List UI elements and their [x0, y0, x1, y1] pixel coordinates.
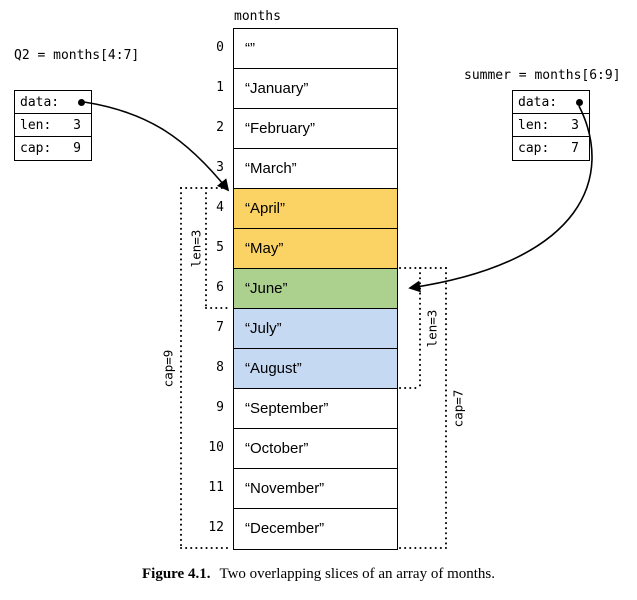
caption-text: Two overlapping slices of an array of mo…: [219, 566, 495, 582]
q2-slice-label: Q2 = months[4:7]: [14, 48, 140, 63]
cap-field-value: 7: [571, 141, 579, 156]
summer-len-row: len: 3: [513, 114, 589, 137]
cell-value: “November”: [245, 480, 325, 497]
summer-cap-bracket-label: cap=7: [450, 378, 466, 439]
summer-data-row: data:: [513, 91, 589, 114]
index-label: 5: [216, 240, 224, 255]
pointer-dot: [78, 98, 85, 106]
cell-value: “May”: [245, 240, 284, 257]
index-label: 2: [216, 120, 224, 135]
array-cell: “January”: [234, 69, 397, 109]
array-cell: “August”: [234, 349, 397, 389]
q2-len-bracket-label: len=3: [188, 218, 204, 279]
index-label: 6: [216, 280, 224, 295]
q2-cap-row: cap: 9: [15, 137, 91, 160]
cell-value: “October”: [245, 440, 309, 457]
len-field-value: 3: [73, 118, 81, 133]
array-cell: “July”: [234, 309, 397, 349]
summer-slice-box: data: len: 3 cap: 7: [512, 90, 590, 161]
index-label: 11: [208, 480, 224, 495]
months-array: “” “January” “February” “March” “April” …: [233, 28, 398, 550]
cell-value: “June”: [245, 280, 288, 297]
array-cell: “April”: [234, 189, 397, 229]
summer-cap-row: cap: 7: [513, 137, 589, 160]
array-cell: “October”: [234, 429, 397, 469]
array-cell: “September”: [234, 389, 397, 429]
array-cell: “June”: [234, 269, 397, 309]
summer-len-bracket-label: len=3: [424, 298, 440, 359]
cell-value: “January”: [245, 80, 309, 97]
cell-value: “”: [245, 40, 255, 57]
cell-value: “March”: [245, 160, 297, 177]
array-cell: “May”: [234, 229, 397, 269]
index-label: 0: [216, 40, 224, 55]
cell-value: “December”: [245, 520, 325, 537]
cell-value: “August”: [245, 360, 302, 377]
len-field-label: len:: [518, 118, 550, 133]
data-field-label: data:: [20, 95, 60, 110]
len-field-value: 3: [571, 118, 579, 133]
summer-slice-label: summer = months[6:9]: [464, 68, 621, 83]
pointer-dot: [576, 98, 583, 106]
cap-field-label: cap:: [518, 141, 550, 156]
index-label: 8: [216, 360, 224, 375]
index-label: 9: [216, 400, 224, 415]
array-cell: “December”: [234, 509, 397, 549]
array-cell: “February”: [234, 109, 397, 149]
cell-value: “September”: [245, 400, 329, 417]
index-label: 7: [216, 320, 224, 335]
index-label: 1: [216, 80, 224, 95]
cell-value: “July”: [245, 320, 282, 337]
array-cell: “”: [234, 29, 397, 69]
index-label: 4: [216, 200, 224, 215]
cell-value: “April”: [245, 200, 285, 217]
cell-value: “February”: [245, 120, 316, 137]
data-field-label: data:: [518, 95, 558, 110]
index-label: 10: [208, 440, 224, 455]
index-label: 12: [208, 520, 224, 535]
q2-len-row: len: 3: [15, 114, 91, 137]
array-cell: “March”: [234, 149, 397, 189]
index-label: 3: [216, 160, 224, 175]
len-field-label: len:: [20, 118, 52, 133]
q2-data-row: data:: [15, 91, 91, 114]
cap-field-value: 9: [73, 141, 81, 156]
figure-caption: Figure 4.1. Two overlapping slices of an …: [0, 566, 637, 583]
figure-number: Figure 4.1.: [141, 566, 211, 582]
q2-cap-bracket-label: cap=9: [160, 338, 176, 399]
cap-field-label: cap:: [20, 141, 52, 156]
array-index-column: 0 1 2 3 4 5 6 7 8 9 10 11 12: [190, 28, 224, 548]
q2-slice-box: data: len: 3 cap: 9: [14, 90, 92, 161]
array-title: months: [234, 9, 281, 24]
array-cell: “November”: [234, 469, 397, 509]
